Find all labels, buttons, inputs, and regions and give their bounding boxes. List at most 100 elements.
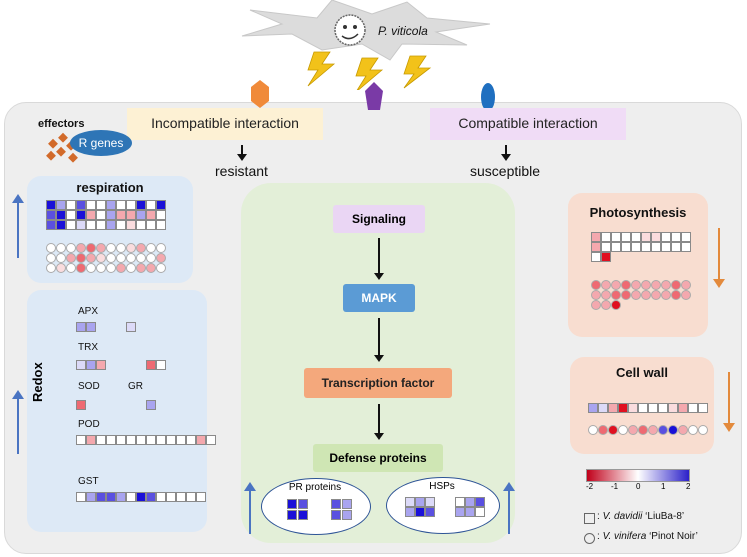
expression-dot <box>641 290 651 300</box>
expression-cell <box>331 510 341 520</box>
color-scale-bar <box>586 469 690 482</box>
expression-cell <box>681 242 691 252</box>
expression-cell <box>116 492 126 502</box>
photosynthesis-down-arrow <box>713 228 725 288</box>
expression-dot <box>608 425 618 435</box>
hsps-up-arrow <box>503 482 515 534</box>
expression-cell <box>116 200 126 210</box>
expression-cell <box>96 210 106 220</box>
color-scale-tick: 1 <box>661 482 666 491</box>
expression-dot <box>651 290 661 300</box>
expression-cell <box>106 492 116 502</box>
color-scale-tick: 0 <box>636 482 641 491</box>
expression-cell <box>611 232 621 242</box>
expression-dot <box>76 253 86 263</box>
resistant-arrow <box>237 145 247 161</box>
expression-cell <box>681 232 691 242</box>
pr-proteins-label: PR proteins <box>288 482 342 493</box>
expression-cell <box>196 492 206 502</box>
expression-cell <box>56 210 66 220</box>
expression-dot <box>136 243 146 253</box>
expression-dot <box>678 425 688 435</box>
transcription-factor-box: Transcription factor <box>304 368 452 398</box>
expression-cell <box>661 232 671 242</box>
cell-wall-title: Cell wall <box>615 365 669 380</box>
expression-cell <box>86 435 96 445</box>
expression-cell <box>126 220 136 230</box>
redox-up-arrow <box>12 390 24 454</box>
expression-cell <box>621 232 631 242</box>
expression-dot <box>96 243 106 253</box>
expression-dot <box>671 280 681 290</box>
expression-dot <box>688 425 698 435</box>
expression-cell <box>126 435 136 445</box>
expression-cell <box>46 200 56 210</box>
effectors-label: effectors <box>38 118 85 130</box>
expression-dot <box>661 280 671 290</box>
expression-dot <box>681 290 691 300</box>
expression-cell <box>136 200 146 210</box>
expression-dot <box>591 300 601 310</box>
expression-cell <box>66 210 76 220</box>
expression-cell <box>671 232 681 242</box>
pathogen-burst <box>241 0 491 90</box>
expression-cell <box>598 403 608 413</box>
expression-cell <box>136 492 146 502</box>
expression-cell <box>76 360 86 370</box>
expression-dot <box>611 290 621 300</box>
pathogen-name: P. viticola <box>378 24 428 38</box>
expression-cell <box>116 435 126 445</box>
expression-dot <box>611 300 621 310</box>
expression-dot <box>136 253 146 263</box>
expression-dot <box>631 290 641 300</box>
expression-cell <box>96 492 106 502</box>
expression-dot <box>116 263 126 273</box>
expression-dot <box>591 290 601 300</box>
expression-dot <box>66 243 76 253</box>
expression-dot <box>106 253 116 263</box>
expression-cell <box>342 499 352 509</box>
expression-dot <box>66 253 76 263</box>
sod-label: SOD <box>78 381 100 392</box>
expression-cell <box>146 220 156 230</box>
expression-cell <box>66 200 76 210</box>
r-genes-oval: R genes <box>70 130 132 156</box>
expression-dot <box>651 280 661 290</box>
expression-dot <box>668 425 678 435</box>
expression-dot <box>611 280 621 290</box>
redox-title: Redox <box>30 362 45 402</box>
expression-cell <box>66 220 76 230</box>
expression-cell <box>671 242 681 252</box>
expression-cell <box>96 360 106 370</box>
expression-cell <box>46 220 56 230</box>
expression-cell <box>46 210 56 220</box>
mapk-box: MAPK <box>343 284 415 312</box>
legend-circle-label: : V. vinifera ‘Pinot Noir’ <box>597 531 698 542</box>
expression-cell <box>96 435 106 445</box>
expression-dot <box>698 425 708 435</box>
legend-circle-icon <box>584 533 595 544</box>
pr-proteins-oval <box>261 478 371 535</box>
expression-dot <box>648 425 658 435</box>
expression-dot <box>658 425 668 435</box>
expression-cell <box>331 499 341 509</box>
expression-cell <box>86 220 96 230</box>
expression-cell <box>608 403 618 413</box>
expression-cell <box>76 200 86 210</box>
expression-dot <box>156 243 166 253</box>
expression-dot <box>146 243 156 253</box>
expression-dot <box>86 243 96 253</box>
expression-cell <box>638 403 648 413</box>
expression-cell <box>455 497 465 507</box>
expression-cell <box>106 220 116 230</box>
expression-dot <box>618 425 628 435</box>
expression-cell <box>618 403 628 413</box>
expression-cell <box>641 242 651 252</box>
expression-cell <box>287 510 297 520</box>
expression-cell <box>465 507 475 517</box>
expression-dot <box>86 253 96 263</box>
expression-cell <box>631 242 641 252</box>
expression-dot <box>56 263 66 273</box>
orange-effector-icon <box>251 80 269 108</box>
